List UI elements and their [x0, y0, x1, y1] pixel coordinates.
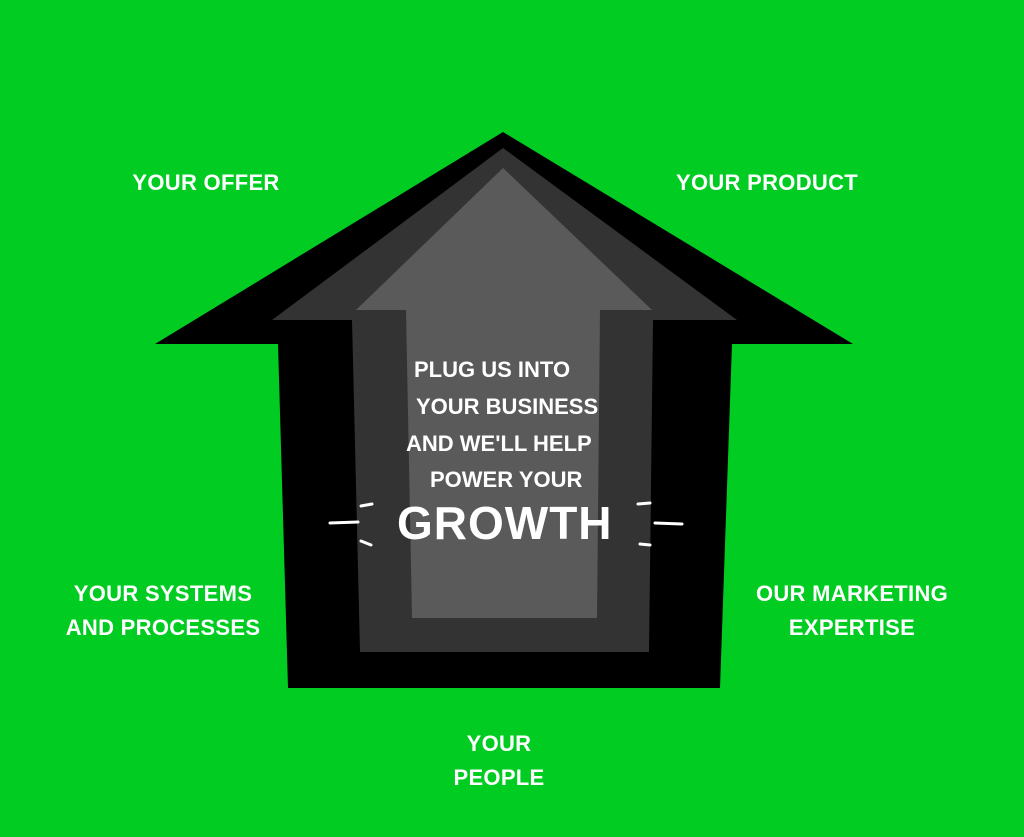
label-your-offer-text: YOUR OFFER	[132, 170, 280, 195]
label-your-product: YOUR PRODUCT	[664, 166, 870, 200]
label-people-line2: PEOPLE	[453, 765, 545, 790]
label-marketing-line1: OUR MARKETING	[755, 581, 949, 606]
label-people-line1: YOUR	[466, 731, 532, 756]
center-line-4: POWER YOUR	[430, 467, 583, 492]
center-line-2: YOUR BUSINESS	[416, 394, 599, 419]
label-your-product-text: YOUR PRODUCT	[675, 170, 859, 195]
growth-headline: GROWTH	[397, 497, 613, 549]
center-line-3: AND WE'LL HELP	[406, 431, 592, 456]
label-your-systems: YOUR SYSTEMS AND PROCESSES	[56, 577, 270, 645]
label-systems-line2: AND PROCESSES	[65, 615, 261, 640]
label-marketing-line2: EXPERTISE	[788, 615, 916, 640]
house-inner-arrow-shape	[356, 168, 652, 618]
label-your-offer: YOUR OFFER	[128, 166, 284, 200]
label-our-marketing: OUR MARKETING EXPERTISE	[742, 577, 962, 645]
label-your-people: YOUR PEOPLE	[440, 727, 558, 795]
center-line-1: PLUG US INTO	[414, 357, 571, 382]
label-systems-line1: YOUR SYSTEMS	[73, 581, 253, 606]
